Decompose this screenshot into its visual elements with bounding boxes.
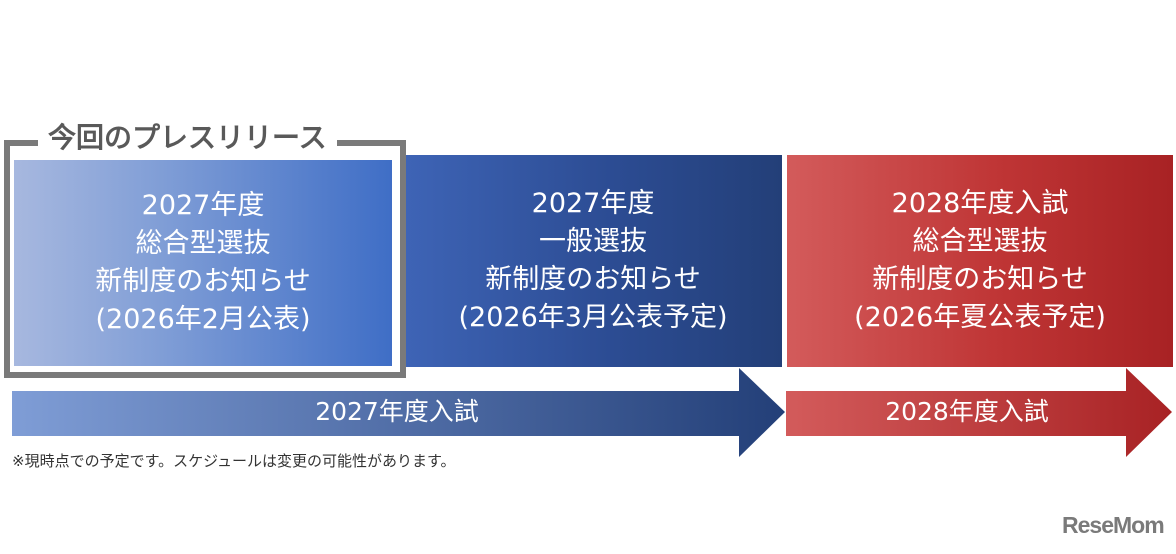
box-2027-sogo: 2027年度 総合型選抜 新制度のお知らせ (2026年2月公表): [14, 160, 392, 366]
box-line: 一般選抜: [539, 226, 647, 257]
box-line: 新制度のお知らせ: [872, 264, 1088, 295]
box-2028-sogo: 2028年度入試 総合型選抜 新制度のお知らせ (2026年夏公表予定): [787, 155, 1173, 367]
box-line: 2027年度: [531, 188, 655, 219]
box-line: (2026年夏公表予定): [854, 302, 1106, 333]
box-line: 2027年度: [141, 190, 265, 221]
box-line: (2026年2月公表): [95, 304, 311, 335]
box-2027-ippan: 2027年度 一般選抜 新制度のお知らせ (2026年3月公表予定): [404, 155, 782, 367]
arrow-2028-label: 2028年度入試: [885, 397, 1049, 426]
logo-text: ReseMom: [1062, 512, 1165, 538]
box-line: 2028年度入試: [891, 188, 1069, 219]
box-line: 総合型選抜: [135, 228, 271, 259]
arrow-2028: [786, 368, 1172, 457]
arrow-2027: [12, 368, 785, 457]
box-line: (2026年3月公表予定): [458, 302, 728, 333]
box-line: 新制度のお知らせ: [485, 264, 701, 295]
box-line: 新制度のお知らせ: [95, 266, 311, 297]
box-line: 総合型選抜: [912, 226, 1048, 257]
highlight-label: 今回のプレスリリース: [38, 120, 337, 156]
arrow-2027-label: 2027年度入試: [315, 397, 479, 426]
footnote: ※現時点での予定です。スケジュールは変更の可能性があります。: [12, 452, 456, 470]
resemom-logo: ReseMom: [1062, 512, 1165, 539]
